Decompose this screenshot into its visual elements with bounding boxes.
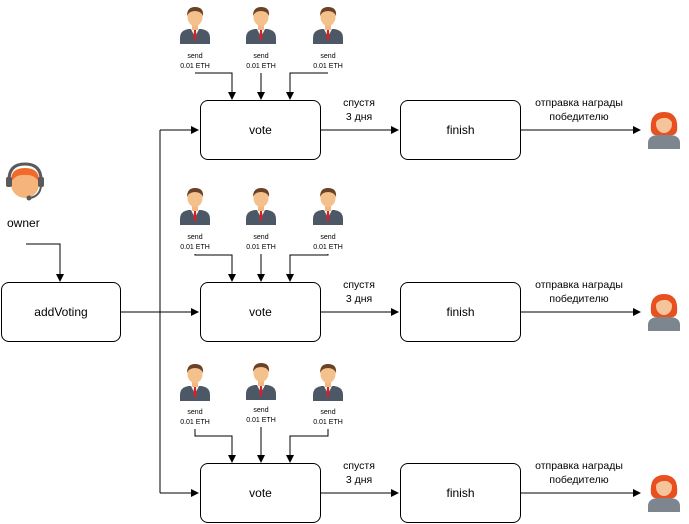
winner-icon-2: [646, 291, 682, 336]
voter-arrow-1-3: [286, 72, 328, 100]
winner-icon-1: [646, 109, 682, 154]
voter-label-1-1: send 0.01 ETH: [175, 52, 215, 72]
voter-amount: 0.01 ETH: [246, 244, 276, 251]
finish-box-1: finish: [400, 100, 521, 160]
winner-icon-3: [646, 472, 682, 517]
voter-arrow-3-1: [194, 429, 236, 463]
voter-label-2-3: send 0.01 ETH: [308, 233, 348, 253]
delay-line-1: спустя: [343, 460, 375, 472]
reward-label-3: отправка награды победителю: [525, 459, 633, 487]
voter-label-2-2: send 0.01 ETH: [241, 233, 281, 253]
voter-label-1-2: send 0.01 ETH: [241, 52, 281, 72]
finish-box-3: finish: [400, 463, 521, 523]
voter-arrow-3-3: [286, 429, 329, 463]
voter-icon-2-3: [311, 185, 345, 230]
voter-amount: 0.01 ETH: [313, 419, 343, 426]
reward-line-1: отправка награды: [535, 97, 623, 109]
delay-line-1: спустя: [343, 97, 375, 109]
voter-amount: 0.01 ETH: [313, 63, 343, 70]
delay-line-2: 3 дня: [345, 293, 373, 305]
voter-icon-3-1: [178, 361, 212, 406]
voter-label-3-2: send 0.01 ETH: [241, 406, 281, 426]
voter-action: send: [320, 53, 336, 60]
vote-box-1: vote: [200, 100, 321, 160]
voter-arrow-1-1: [195, 72, 236, 100]
voter-arrow-2-3: [286, 254, 329, 282]
voter-label-1-3: send 0.01 ETH: [308, 52, 348, 72]
voter-action: send: [320, 234, 336, 241]
voter-action: send: [187, 409, 203, 416]
voter-amount: 0.01 ETH: [246, 417, 276, 424]
voter-amount: 0.01 ETH: [313, 244, 343, 251]
delay-label-3: спустя 3 дня: [328, 459, 390, 487]
voter-icon-2-2: [244, 185, 278, 230]
voter-icon-2-1: [178, 185, 212, 230]
vote-box-2: vote: [200, 282, 321, 342]
voter-icon-1-3: [311, 4, 345, 49]
reward-line-2: победителю: [549, 111, 609, 123]
delay-line-1: спустя: [343, 279, 375, 291]
voter-action: send: [253, 53, 269, 60]
voter-icon-1-1: [178, 4, 212, 49]
reward-line-1: отправка награды: [535, 279, 623, 291]
owner-to-addvoting-arrow: [26, 243, 64, 282]
reward-label-2: отправка награды победителю: [525, 278, 633, 306]
delay-label-2: спустя 3 дня: [328, 278, 390, 306]
voter-amount: 0.01 ETH: [180, 244, 210, 251]
delay-line-2: 3 дня: [345, 111, 373, 123]
reward-line-2: победителю: [549, 474, 609, 486]
reward-line-1: отправка награды: [535, 460, 623, 472]
delay-label-1: спустя 3 дня: [328, 96, 390, 124]
owner-label: owner: [7, 216, 40, 230]
voter-icon-3-3: [311, 361, 345, 406]
delay-line-2: 3 дня: [345, 474, 373, 486]
voter-label-3-1: send 0.01 ETH: [175, 408, 215, 428]
voter-action: send: [187, 234, 203, 241]
voter-icon-1-2: [244, 4, 278, 49]
voter-arrow-2-1: [194, 254, 236, 282]
voter-amount: 0.01 ETH: [246, 63, 276, 70]
reward-line-2: победителю: [549, 293, 609, 305]
voter-amount: 0.01 ETH: [180, 419, 210, 426]
voter-action: send: [187, 53, 203, 60]
voter-action: send: [253, 407, 269, 414]
finish-box-2: finish: [400, 282, 521, 342]
owner-icon: [4, 162, 46, 208]
reward-label-1: отправка награды победителю: [525, 96, 633, 124]
add-voting-box: addVoting: [1, 282, 121, 342]
voter-action: send: [253, 234, 269, 241]
voter-label-2-1: send 0.01 ETH: [175, 233, 215, 253]
voter-label-3-3: send 0.01 ETH: [308, 408, 348, 428]
voter-action: send: [320, 409, 336, 416]
voter-amount: 0.01 ETH: [180, 63, 210, 70]
vote-box-3: vote: [200, 463, 321, 523]
voter-icon-3-2: [244, 360, 278, 405]
